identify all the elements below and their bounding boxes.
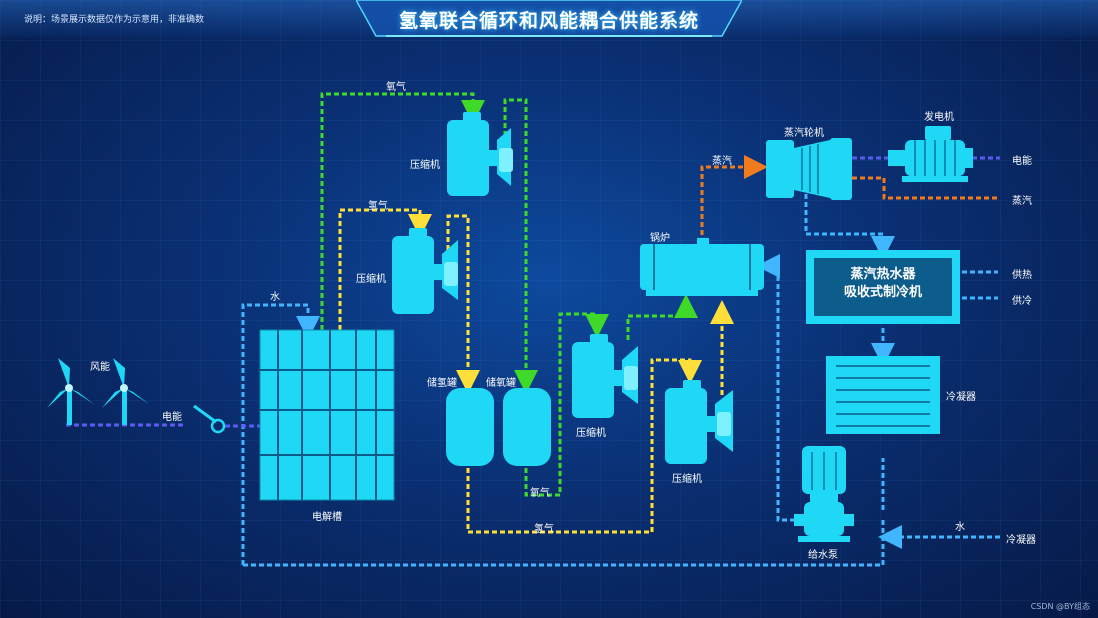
credit-text: CSDN @BY组态 bbox=[1030, 602, 1090, 611]
steam-turbine bbox=[766, 138, 852, 200]
title-banner-frame bbox=[355, 0, 743, 37]
oxygen-label-low: 氧气 bbox=[530, 488, 550, 499]
oxygen-label-top: 氧气 bbox=[386, 82, 406, 93]
steam-label-left: 蒸汽 bbox=[712, 156, 732, 167]
water-label-right: 水 bbox=[955, 522, 965, 533]
steam-label-right: 蒸汽 bbox=[1012, 196, 1032, 207]
hydrogen-label-low: 氢气 bbox=[534, 524, 554, 535]
heat-supply-label: 供热 bbox=[1012, 270, 1032, 281]
title-banner: 氢氧联合循环和风能耦合供能系统 bbox=[355, 0, 743, 38]
chiller-label: 吸收式制冷机 bbox=[843, 285, 922, 300]
water-label-left: 水 bbox=[270, 292, 280, 303]
feed-pump-label: 给水泵 bbox=[808, 550, 838, 561]
electrolyzer-label: 电解槽 bbox=[312, 512, 342, 523]
heater-chiller-label: 蒸汽热水器 吸收式制冷机 bbox=[808, 266, 958, 302]
hydrogen-tank bbox=[446, 388, 494, 466]
page-title: 氢氧联合循环和风能耦合供能系统 bbox=[398, 10, 699, 32]
compressor-4 bbox=[665, 380, 733, 464]
condenser-label: 冷凝器 bbox=[946, 392, 976, 403]
compressor-3-label: 压缩机 bbox=[576, 428, 606, 439]
steam-lines bbox=[700, 155, 1000, 243]
oxygen-tank bbox=[503, 388, 551, 466]
condenser-unit bbox=[826, 356, 940, 434]
heater-label: 蒸汽热水器 bbox=[850, 267, 916, 282]
boiler-label: 锅炉 bbox=[650, 233, 670, 244]
compressor-4-label: 压缩机 bbox=[672, 474, 702, 485]
compressor-3 bbox=[572, 334, 638, 418]
wind-turbine-right bbox=[102, 358, 149, 425]
heater-chiller-box bbox=[806, 250, 960, 324]
steam-turbine-label: 蒸汽轮机 bbox=[784, 128, 824, 139]
water-lines bbox=[241, 178, 1000, 567]
boiler-unit bbox=[640, 238, 764, 296]
electric-label-right: 电能 bbox=[1012, 156, 1032, 167]
oxygen-tank-label: 储氧罐 bbox=[486, 378, 516, 389]
hydrogen-label-mid: 氢气 bbox=[368, 201, 388, 212]
feed-pump bbox=[794, 446, 854, 542]
electrolyzer-unit bbox=[259, 329, 395, 501]
oxygen-lines bbox=[320, 92, 698, 497]
compressor-2-label: 压缩机 bbox=[356, 274, 386, 285]
generator-unit bbox=[888, 126, 973, 182]
wind-turbine-left bbox=[47, 358, 94, 425]
disclaimer-note: 说明：场景展示数据仅作为示意用，非准确数 bbox=[24, 15, 205, 25]
compressor-2 bbox=[392, 228, 458, 314]
condenser-label-right: 冷凝器 bbox=[1006, 535, 1036, 546]
hydrogen-tank-label: 储氢罐 bbox=[427, 378, 457, 389]
generator-label: 发电机 bbox=[924, 112, 954, 123]
power-switch[interactable] bbox=[193, 404, 226, 434]
compressor-1-label: 压缩机 bbox=[410, 160, 440, 171]
wind-power-label: 风能 bbox=[90, 362, 110, 373]
electric-label-left: 电能 bbox=[162, 412, 182, 423]
hydrogen-lines bbox=[338, 208, 734, 534]
cool-supply-label: 供冷 bbox=[1012, 296, 1032, 307]
compressor-1 bbox=[447, 112, 513, 196]
